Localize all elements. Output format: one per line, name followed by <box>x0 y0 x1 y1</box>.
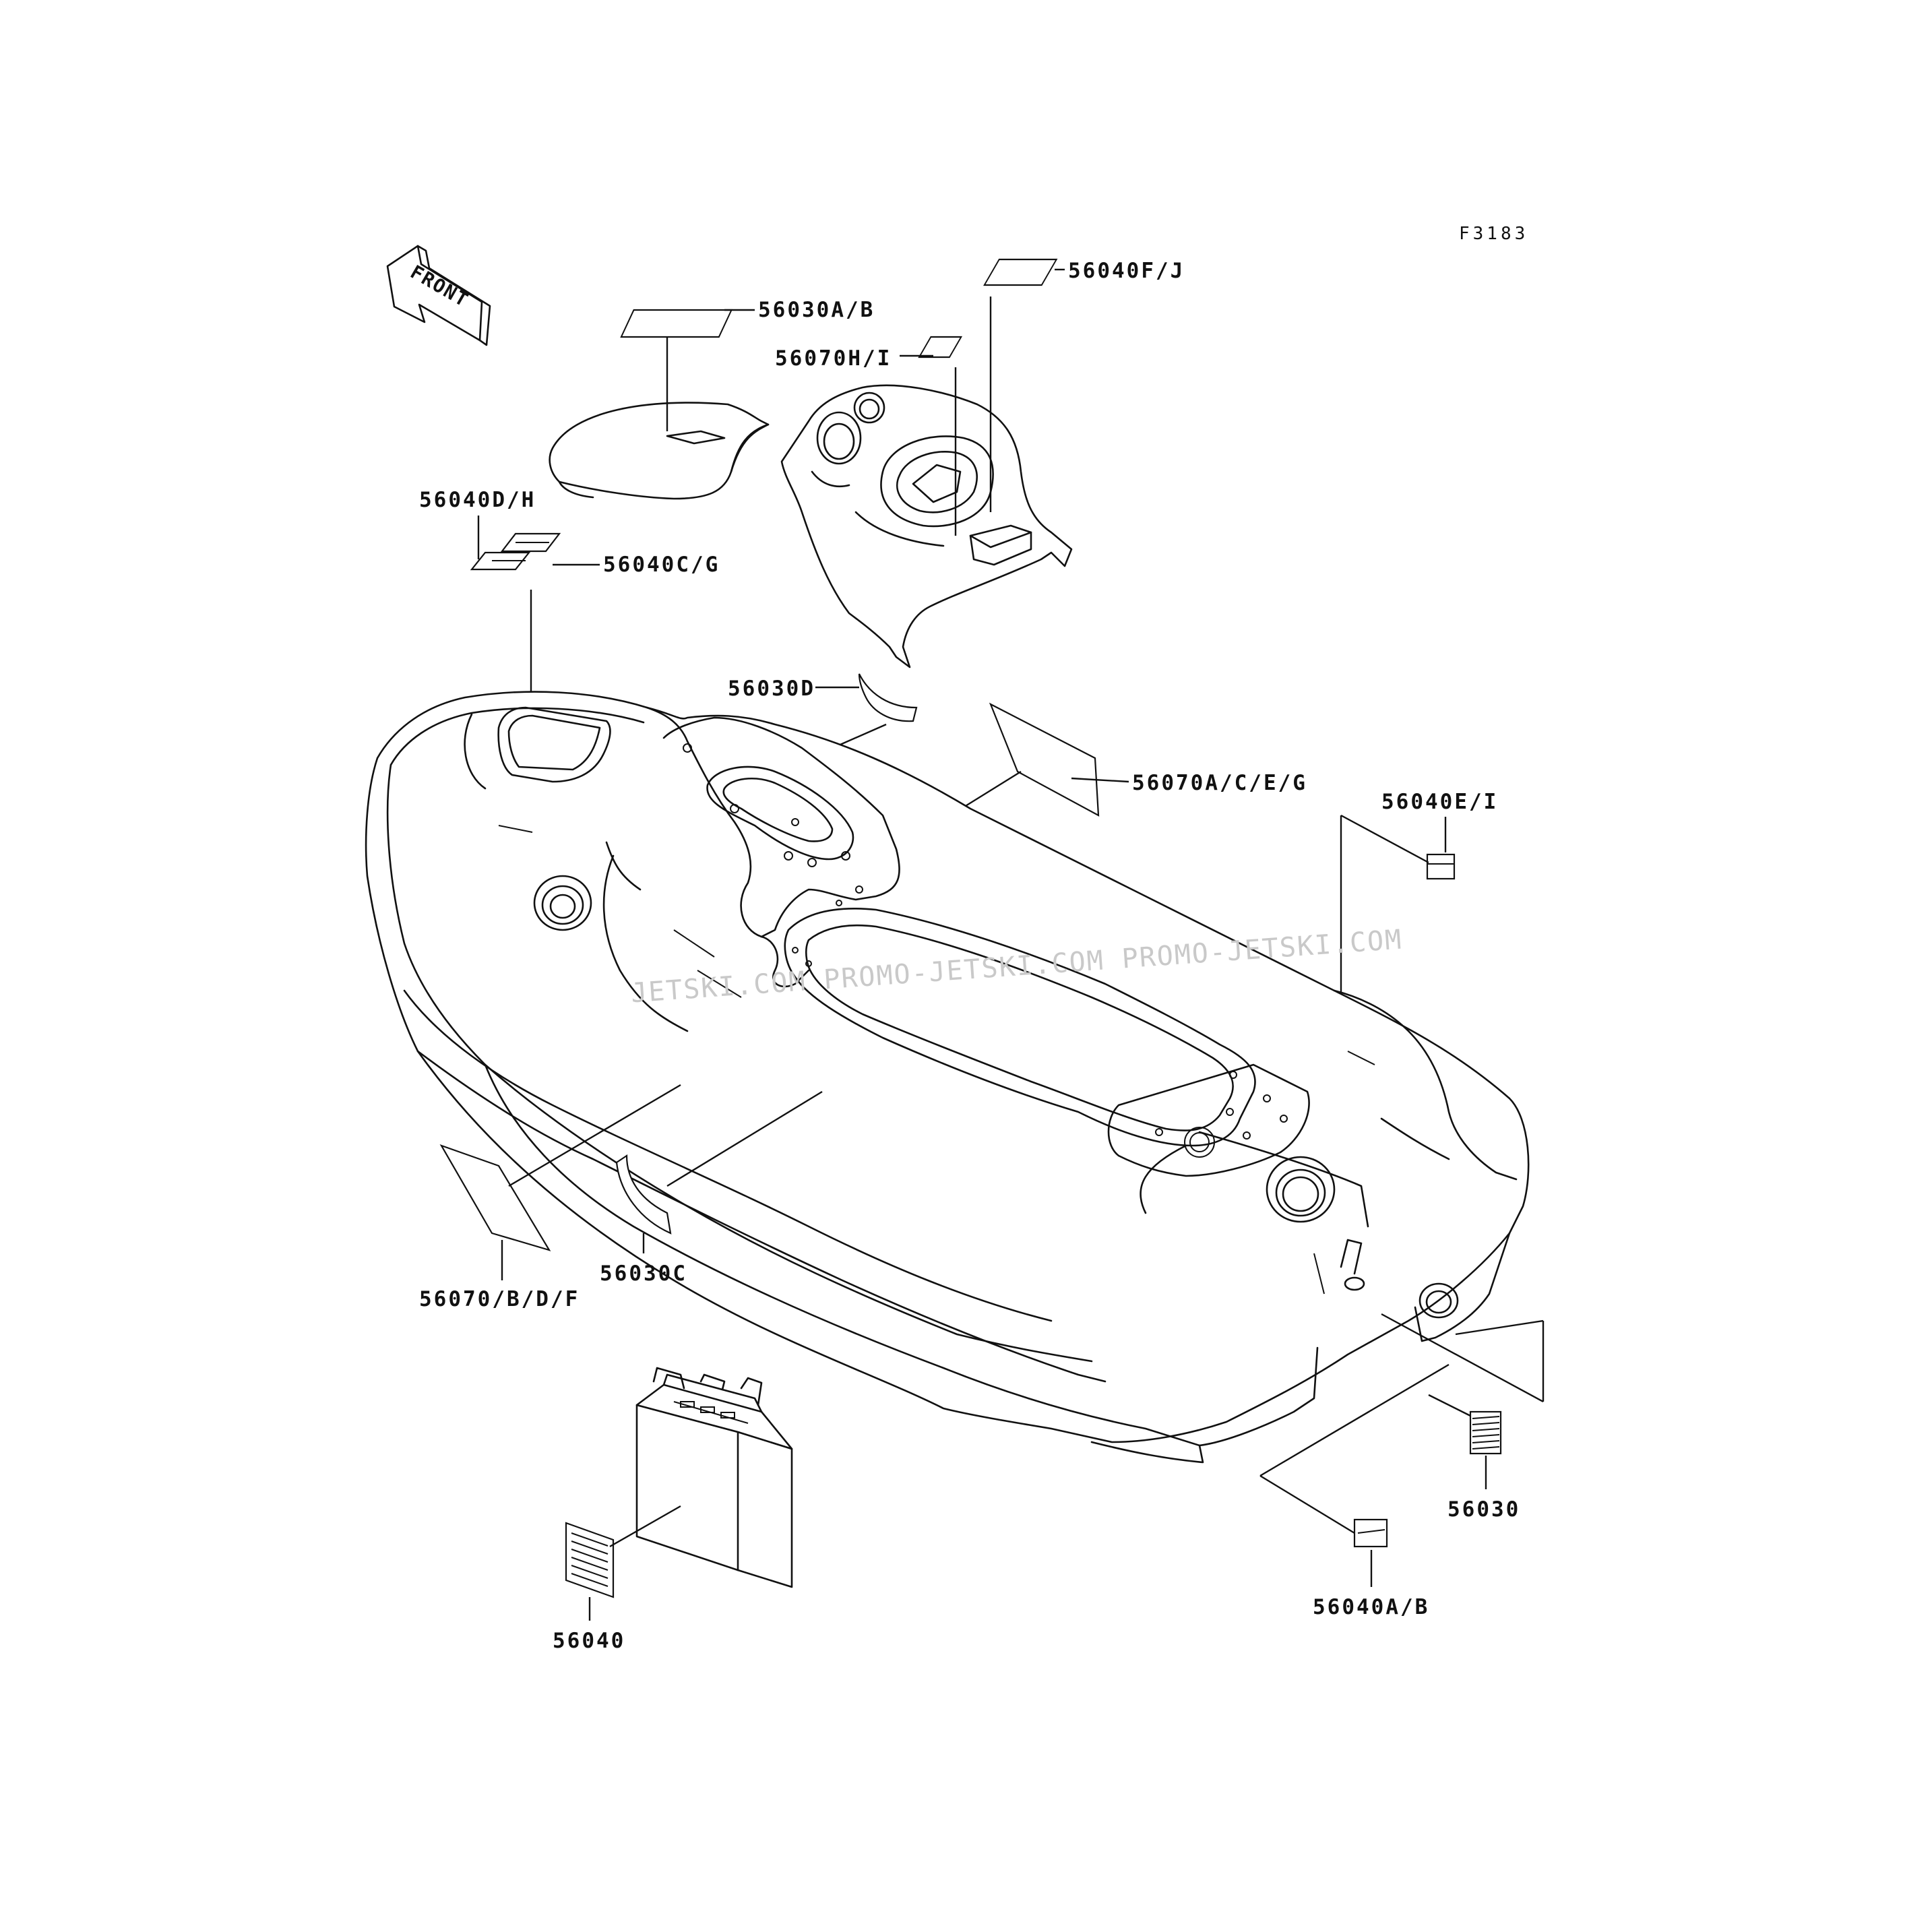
decal-56030 <box>1469 1410 1502 1455</box>
diagram-code: F3183 <box>1459 224 1528 244</box>
decal-56070hi <box>918 336 963 359</box>
callout-56070hi: 56070H/I <box>775 346 892 371</box>
front-arrow-icon: FRONT <box>386 245 491 346</box>
hull-part <box>365 691 1530 1464</box>
decal-56040cg <box>500 532 561 553</box>
decal-56070bdf <box>439 1144 551 1251</box>
callout-56040ab: 56040A/B <box>1313 1595 1429 1619</box>
callout-56070bdf: 56070/B/D/F <box>419 1287 580 1311</box>
callout-56040dh: 56040D/H <box>419 488 536 512</box>
callout-56040cg: 56040C/G <box>603 553 720 577</box>
callout-56030: 56030 <box>1447 1497 1520 1522</box>
decal-56030ab <box>620 309 733 338</box>
hood-part <box>780 384 1073 668</box>
callout-56040ei: 56040E/I <box>1381 790 1498 814</box>
callout-56030ab: 56030A/B <box>758 298 875 322</box>
decal-56040 <box>565 1522 615 1598</box>
seat-part <box>549 402 770 500</box>
decal-56040ei <box>1426 853 1456 880</box>
decal-56040dh <box>470 551 531 571</box>
decal-56040fj <box>983 258 1058 286</box>
decal-56030d <box>858 673 918 722</box>
callout-56030c: 56030C <box>600 1261 687 1286</box>
decal-56040ab <box>1353 1518 1388 1548</box>
callout-56070aceg: 56070A/C/E/G <box>1132 771 1307 795</box>
decal-56070aceg <box>989 702 1100 817</box>
callout-56040: 56040 <box>553 1629 625 1653</box>
battery-part <box>635 1367 793 1588</box>
callout-56030d: 56030D <box>728 677 815 701</box>
decal-56030c <box>615 1154 672 1235</box>
callout-56040fj: 56040F/J <box>1068 259 1185 283</box>
